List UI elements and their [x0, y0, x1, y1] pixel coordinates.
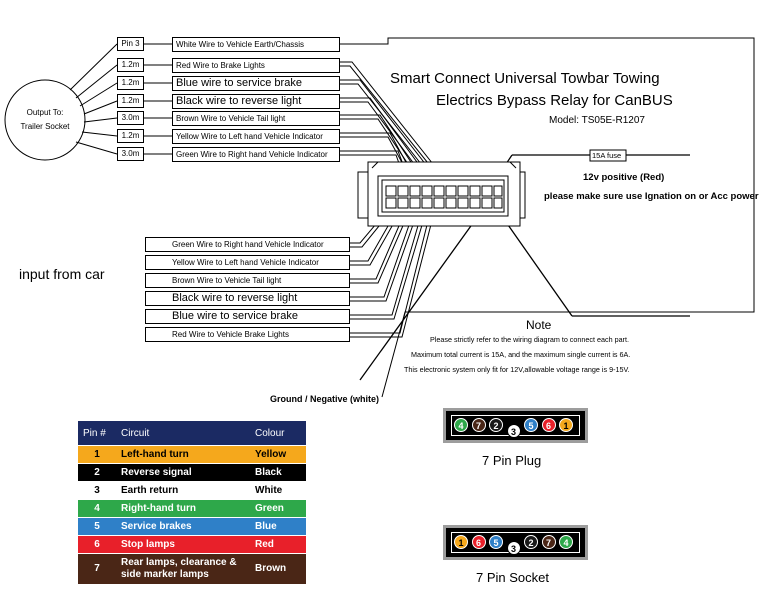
pin-table-header: Pin # Circuit Colour — [78, 421, 306, 446]
input-wire-label: Blue wire to service brake — [145, 309, 350, 324]
output-fan-lines — [69, 43, 118, 155]
input-wire-label: Red Wire to Vehicle Brake Lights — [145, 327, 350, 342]
circuit-header: Circuit — [116, 421, 250, 446]
input-wire-label: Yellow Wire to Left hand Vehicle Indicat… — [145, 255, 350, 270]
power-label: 12v positive (Red) — [583, 172, 665, 183]
input-wire-label: Black wire to reverse light — [145, 291, 350, 306]
output-length: 1.2m — [117, 94, 144, 108]
wire-colour: Red — [250, 535, 306, 554]
plug-label: 7 Pin Plug — [482, 453, 542, 468]
pin-header: Pin # — [78, 421, 116, 446]
circuit-name: Rear lamps, clearance & side marker lamp… — [116, 553, 250, 584]
connector-pin: 1 — [454, 535, 468, 549]
output-short-connectors — [144, 43, 172, 155]
pin-number: 1 — [78, 445, 116, 464]
input-from-car-label: input from car — [19, 266, 105, 282]
pin-number: 4 — [78, 499, 116, 518]
output-wire-label: Brown Wire to Vehicle Tail light — [172, 111, 340, 126]
connector-pin: 6 — [471, 535, 486, 549]
pin-number: 2 — [78, 463, 116, 482]
relay-box — [357, 161, 526, 227]
pin-number: 5 — [78, 517, 116, 536]
input-wire-label: Green Wire to Right hand Vehicle Indicat… — [145, 237, 350, 252]
connector-pin: 2 — [489, 418, 503, 432]
wire-colour: White — [250, 481, 306, 500]
model-number: Model: TS05E-R1207 — [549, 115, 645, 126]
wire-colour: Brown — [250, 553, 306, 584]
connector-pin: 4 — [454, 418, 468, 432]
input-wire-label: Brown Wire to Vehicle Tail light — [145, 273, 350, 288]
connector-pin: 5 — [524, 418, 538, 432]
connector-pin: 4 — [559, 535, 573, 549]
colour-header: Colour — [250, 421, 306, 446]
connector-pin: 1 — [559, 418, 573, 432]
socket-label: 7 Pin Socket — [476, 570, 549, 585]
circuit-name: Reverse signal — [116, 463, 250, 482]
connector-pin: 6 — [541, 418, 556, 432]
output-length: 1.2m — [117, 129, 144, 143]
output-length: 3.0m — [117, 111, 144, 125]
connector-pin: 3 — [506, 541, 521, 555]
output-wire-label: Red Wire to Brake Lights — [172, 58, 340, 73]
output-wire-label: Green Wire to Right hand Vehicle Indicat… — [172, 147, 340, 162]
power-note: please make sure use Ignation on or Acc … — [544, 191, 759, 202]
connector-pin: 3 — [506, 424, 521, 438]
connector-pin: 5 — [489, 535, 503, 549]
output-wire-label: White Wire to Vehicle Earth/Chassis — [172, 37, 340, 52]
note-title: Note — [526, 318, 552, 332]
input-wires — [350, 204, 437, 338]
fuse-label: 15A fuse — [592, 151, 622, 160]
pin-number: 6 — [78, 535, 116, 554]
circuit-name: Right-hand turn — [116, 499, 250, 518]
pin-number: 3 — [78, 481, 116, 500]
circuit-name: Service brakes — [116, 517, 250, 536]
connector-pin: 7 — [541, 535, 556, 549]
trailer-socket-label: Output To: Trailer Socket — [20, 108, 70, 131]
wire-colour: Yellow — [250, 445, 306, 464]
connector-pin: 2 — [524, 535, 538, 549]
circuit-name: Stop lamps — [116, 535, 250, 554]
note-line: This electronic system only fit for 12V,… — [404, 365, 630, 374]
wire-colour: Green — [250, 499, 306, 518]
diagram-title-line1: Smart Connect Universal Towbar Towing — [390, 70, 660, 87]
circuit-name: Earth return — [116, 481, 250, 500]
output-wire-label: Blue wire to service brake — [172, 76, 340, 91]
pin-number: 7 — [78, 553, 116, 584]
circuit-name: Left-hand turn — [116, 445, 250, 464]
connector-pin: 7 — [471, 418, 486, 432]
note-line: Please strictly refer to the wiring diag… — [430, 335, 629, 344]
wire-colour: Black — [250, 463, 306, 482]
output-length: 1.2m — [117, 76, 144, 90]
output-length: 3.0m — [117, 147, 144, 161]
ground-label: Ground / Negative (white) — [270, 394, 380, 404]
wire-colour: Blue — [250, 517, 306, 536]
diagram-title-line2: Electrics Bypass Relay for CanBUS — [436, 92, 673, 109]
output-length: Pin 3 — [117, 37, 144, 51]
output-length: 1.2m — [117, 58, 144, 72]
output-wire-label: Yellow Wire to Left hand Vehicle Indicat… — [172, 129, 340, 144]
note-line: Maximum total current is 15A, and the ma… — [411, 350, 631, 359]
output-wire-label: Black wire to reverse light — [172, 94, 340, 109]
trailer-socket-circle — [4, 79, 86, 161]
fuse-box — [589, 149, 627, 162]
